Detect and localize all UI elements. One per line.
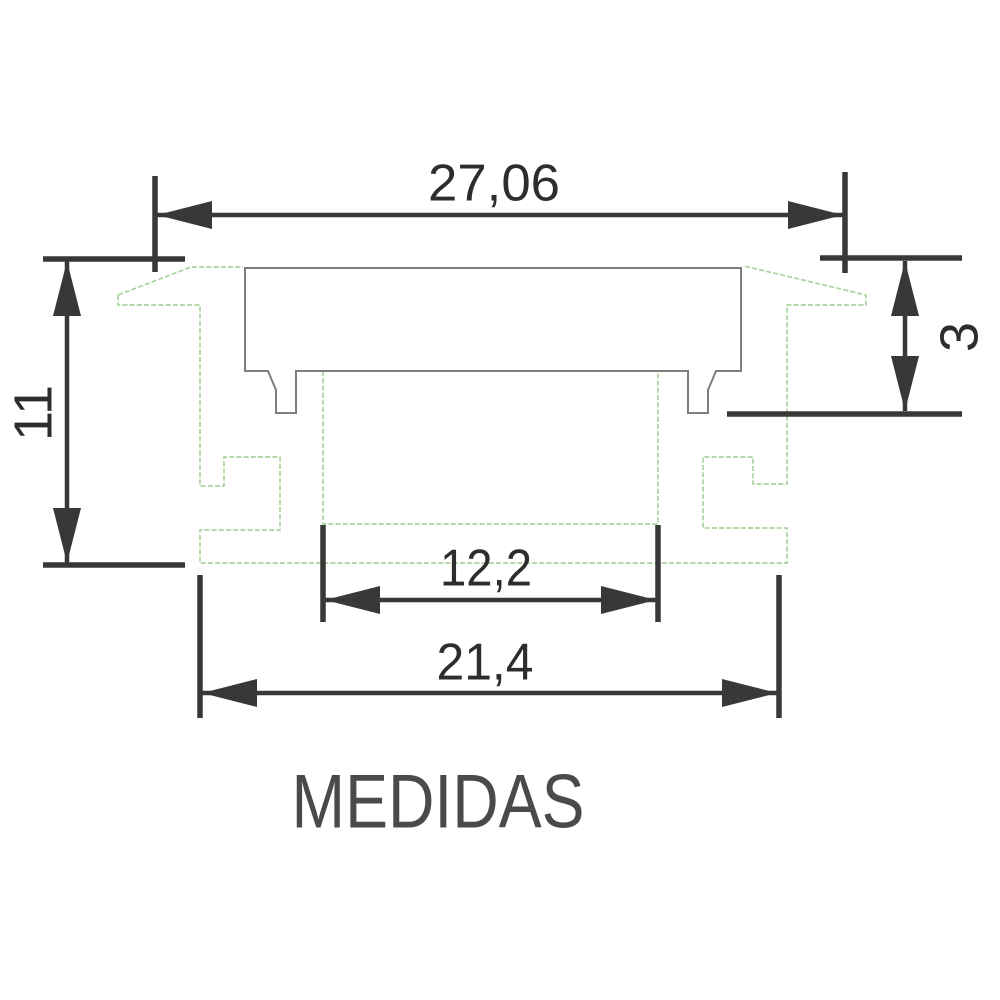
drawing-title: MEDIDAS bbox=[292, 759, 585, 844]
dimension-label-bottom-width: 21,4 bbox=[437, 634, 534, 692]
arrowhead-right bbox=[722, 679, 777, 707]
diffuser-cover bbox=[244, 267, 742, 414]
arrowhead-left bbox=[325, 586, 380, 614]
arrowhead-left bbox=[202, 679, 257, 707]
dimension-label-top-width: 27,06 bbox=[428, 155, 560, 213]
arrowhead-right bbox=[788, 201, 843, 229]
diffuser-cover-outline bbox=[244, 267, 742, 414]
arrowhead-down bbox=[53, 508, 81, 563]
dimension-inner-width: 12,2 bbox=[320, 525, 661, 622]
dimension-label-profile-height: 11 bbox=[3, 385, 63, 441]
profile-left-flange-top-edge bbox=[117, 266, 243, 296]
arrowhead-down bbox=[891, 356, 919, 411]
aluminum-profile-outline bbox=[117, 265, 867, 564]
dimension-profile-height: 11 bbox=[3, 256, 185, 568]
arrowhead-left bbox=[157, 201, 212, 229]
arrowhead-up bbox=[53, 261, 81, 316]
dimension-cover-height: 3 bbox=[727, 255, 989, 417]
profile-body-outline bbox=[117, 265, 867, 564]
dimension-label-inner-width: 12,2 bbox=[440, 540, 532, 598]
dimension-top-width: 27,06 bbox=[152, 155, 848, 273]
profile-inner-channel-outline bbox=[322, 371, 659, 525]
dimension-bottom-width: 21,4 bbox=[197, 575, 782, 718]
arrowhead-right bbox=[601, 586, 656, 614]
dimension-label-cover-height: 3 bbox=[929, 322, 989, 352]
arrowhead-up bbox=[891, 261, 919, 316]
